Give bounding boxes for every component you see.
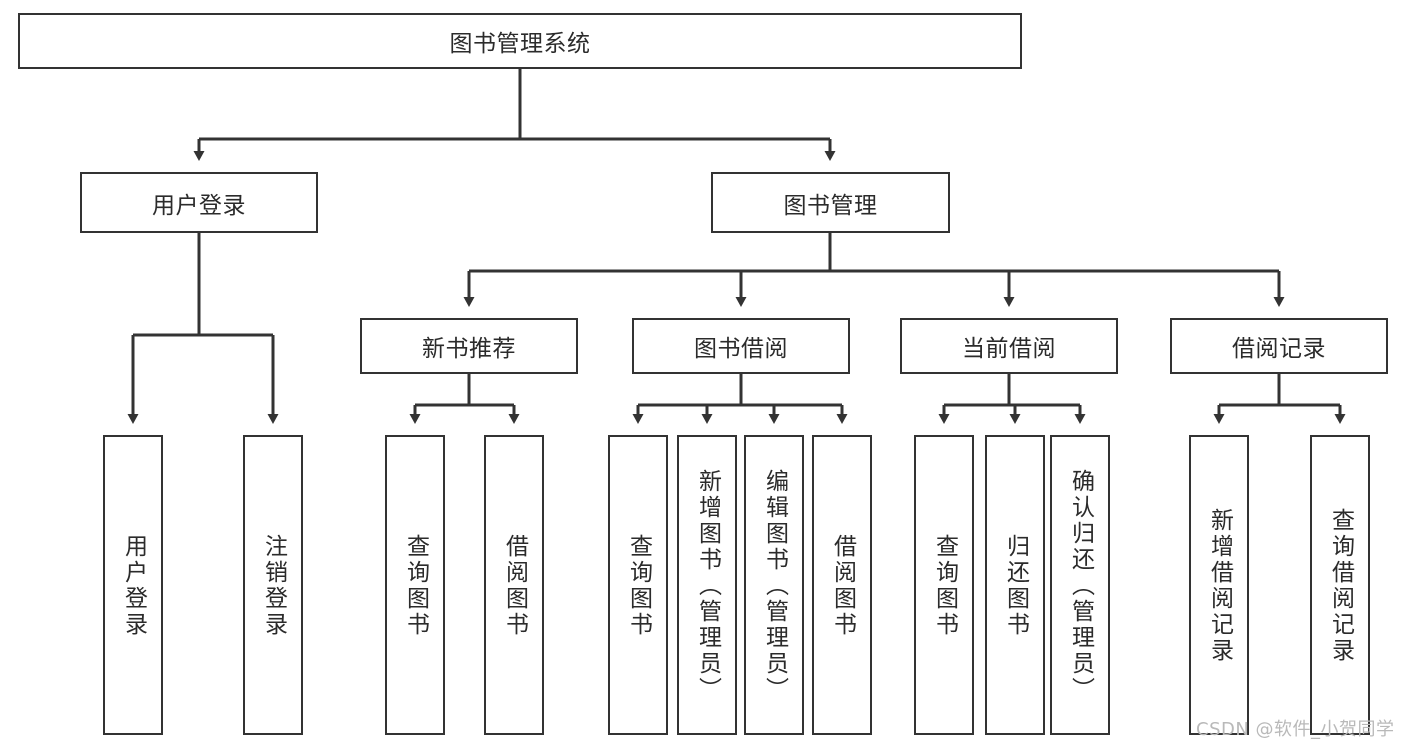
- node-root[interactable]: 图书管理系统: [18, 13, 1022, 69]
- node-book-borrow[interactable]: 图书借阅: [632, 318, 850, 374]
- node-leaf-return-book-label: 归还图书: [1002, 534, 1029, 638]
- node-book-manage-label: 图书管理: [783, 192, 878, 219]
- node-current-borrow-label: 当前借阅: [962, 336, 1056, 362]
- node-leaf-user-login-label: 用户登录: [120, 534, 147, 638]
- node-leaf-query-book-2[interactable]: 查询图书: [608, 435, 668, 735]
- node-leaf-query-book-1[interactable]: 查询图书: [385, 435, 445, 735]
- node-leaf-user-login[interactable]: 用户登录: [103, 435, 163, 735]
- node-leaf-add-book-label: 新增图书（管理员）: [694, 469, 721, 703]
- node-leaf-query-record[interactable]: 查询借阅记录: [1310, 435, 1370, 735]
- node-leaf-confirm-return[interactable]: 确认归还（管理员）: [1050, 435, 1110, 735]
- node-current-borrow[interactable]: 当前借阅: [900, 318, 1118, 374]
- node-leaf-query-book-3-label: 查询图书: [931, 534, 958, 638]
- node-user-login[interactable]: 用户登录: [80, 172, 318, 233]
- node-user-login-label: 用户登录: [152, 192, 246, 219]
- node-leaf-query-record-label: 查询借阅记录: [1327, 508, 1354, 664]
- node-leaf-borrow-book-1[interactable]: 借阅图书: [484, 435, 544, 735]
- node-borrow-record[interactable]: 借阅记录: [1170, 318, 1388, 374]
- node-leaf-borrow-book-2[interactable]: 借阅图书: [812, 435, 872, 735]
- node-leaf-query-book-3[interactable]: 查询图书: [914, 435, 974, 735]
- node-leaf-add-record-label: 新增借阅记录: [1206, 508, 1233, 664]
- node-new-book-recommend[interactable]: 新书推荐: [360, 318, 578, 374]
- node-leaf-borrow-book-1-label: 借阅图书: [501, 534, 528, 638]
- node-borrow-record-label: 借阅记录: [1232, 336, 1326, 362]
- node-leaf-edit-book-label: 编辑图书（管理员）: [761, 469, 788, 703]
- node-leaf-logout-label: 注销登录: [260, 534, 287, 638]
- node-new-book-recommend-label: 新书推荐: [422, 336, 516, 362]
- node-book-manage[interactable]: 图书管理: [711, 172, 950, 233]
- node-book-borrow-label: 图书借阅: [694, 336, 788, 362]
- node-root-label: 图书管理系统: [449, 31, 591, 57]
- node-leaf-add-record[interactable]: 新增借阅记录: [1189, 435, 1249, 735]
- node-leaf-confirm-return-label: 确认归还（管理员）: [1067, 469, 1094, 703]
- node-leaf-query-book-2-label: 查询图书: [625, 534, 652, 638]
- node-leaf-return-book[interactable]: 归还图书: [985, 435, 1045, 735]
- node-leaf-logout[interactable]: 注销登录: [243, 435, 303, 735]
- node-leaf-edit-book[interactable]: 编辑图书（管理员）: [744, 435, 804, 735]
- node-leaf-query-book-1-label: 查询图书: [402, 534, 429, 638]
- node-leaf-borrow-book-2-label: 借阅图书: [829, 534, 856, 638]
- node-leaf-add-book[interactable]: 新增图书（管理员）: [677, 435, 737, 735]
